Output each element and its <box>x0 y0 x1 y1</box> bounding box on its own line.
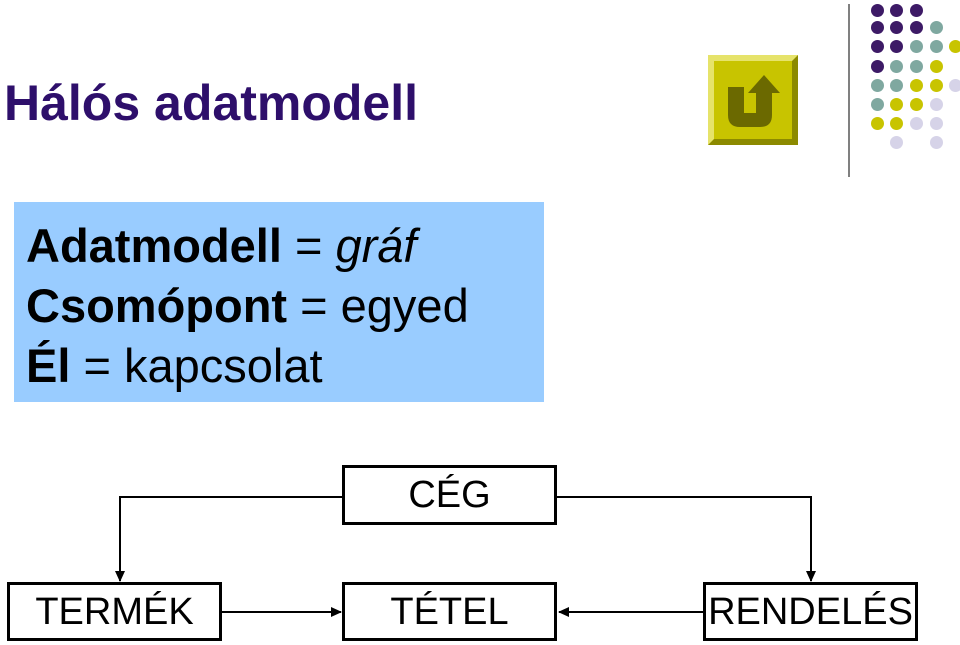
node-rendeles: RENDELÉS <box>703 582 918 641</box>
definition-csomopont: Csomópont = egyed <box>26 279 469 332</box>
decor-dot <box>930 79 943 92</box>
decor-dot <box>930 60 943 73</box>
back-button[interactable] <box>708 55 798 145</box>
decor-dot <box>930 136 943 149</box>
decor-dot <box>890 79 903 92</box>
decor-dot <box>910 60 923 73</box>
decor-dot <box>890 117 903 130</box>
return-arrow-icon <box>708 55 798 145</box>
node-ceg: CÉG <box>342 465 557 525</box>
slide-title: Hálós adatmodell <box>4 75 418 131</box>
decor-dot <box>871 60 884 73</box>
decor-dot <box>890 4 903 17</box>
decor-dot <box>890 136 903 149</box>
divider-line <box>848 4 850 177</box>
node-tetel: TÉTEL <box>342 582 557 641</box>
decor-dot <box>890 21 903 34</box>
decor-dot <box>910 21 923 34</box>
decor-dot <box>871 21 884 34</box>
decor-dot <box>890 40 903 53</box>
definition-adatmodell: Adatmodell = gráf <box>26 219 417 272</box>
decor-dot <box>910 4 923 17</box>
decor-dot <box>871 4 884 17</box>
decor-dot <box>930 117 943 130</box>
decor-dot <box>871 117 884 130</box>
decor-dot <box>890 60 903 73</box>
node-termek: TERMÉK <box>7 582 222 641</box>
decor-dot <box>890 98 903 111</box>
decor-dot <box>930 21 943 34</box>
definition-el: Él = kapcsolat <box>26 339 323 392</box>
decor-dot <box>949 79 960 92</box>
edge-ceg-termek <box>115 496 343 582</box>
decor-dot <box>949 40 960 53</box>
edge-ceg-rendeles <box>556 496 816 582</box>
decor-dot <box>910 40 923 53</box>
decor-dot <box>930 40 943 53</box>
decor-dot <box>910 79 923 92</box>
decor-dot <box>871 79 884 92</box>
decor-dot <box>930 98 943 111</box>
definition-box: Adatmodell = gráf Csomópont = egyed Él =… <box>14 202 544 402</box>
decor-dot <box>910 117 923 130</box>
decor-dot <box>871 98 884 111</box>
decor-dot <box>871 40 884 53</box>
decor-dot <box>910 98 923 111</box>
